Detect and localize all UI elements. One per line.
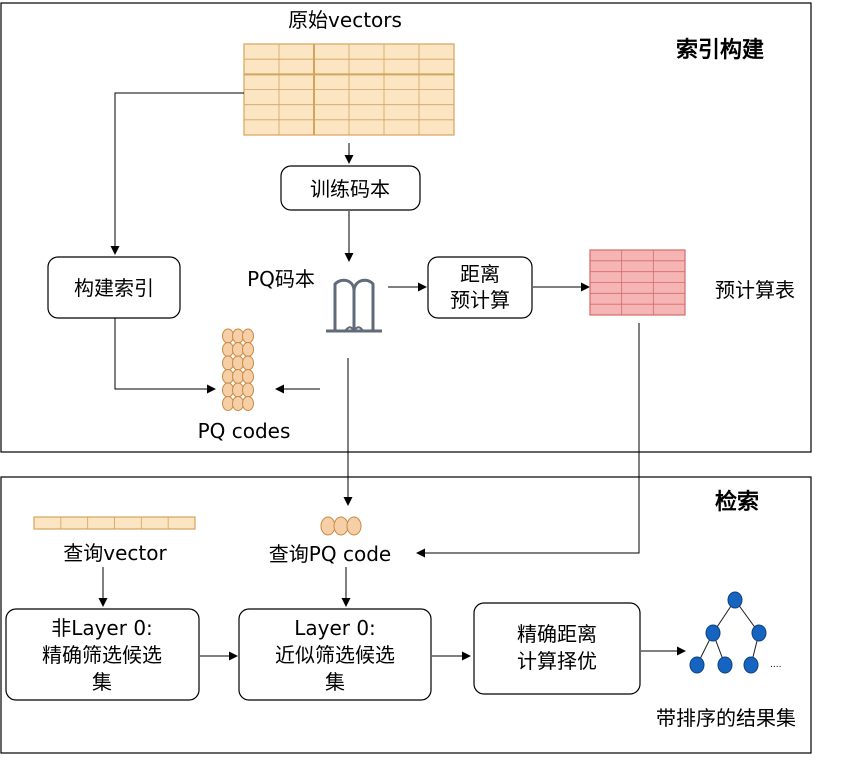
exact-distance-line1: 精确距离 (517, 622, 597, 646)
non-layer0-line2: 精确筛选候选 (42, 643, 162, 667)
pq-codes-label: PQ codes (198, 419, 291, 443)
train-codebook-label: 训练码本 (310, 177, 390, 201)
non-layer0-line1: 非Layer 0: (51, 616, 153, 640)
index-build-panel (0, 2, 812, 453)
layer0-box (238, 608, 432, 701)
train-codebook-box (280, 165, 421, 211)
result-ellipsis: .... (770, 660, 781, 670)
arrow-table-to-query-code (416, 323, 640, 558)
index-build-title: 索引构建 (676, 37, 764, 63)
search-panel (0, 476, 812, 754)
precompute-table-label: 预计算表 (715, 278, 795, 302)
non-layer0-line3: 集 (92, 670, 112, 694)
pq-codes-icon (222, 328, 254, 411)
distance-precompute-box (427, 256, 533, 319)
non-layer0-box (5, 608, 200, 701)
layer0-line1: Layer 0: (294, 616, 376, 640)
raw-vectors-label: 原始vectors (288, 8, 402, 32)
distance-precompute-line1: 距离 (460, 262, 500, 286)
query-vector-label: 查询vector (63, 541, 167, 565)
result-tree-icon (689, 591, 767, 674)
exact-distance-box (473, 602, 641, 695)
search-title: 检索 (715, 489, 759, 515)
vector-grid-icon (243, 43, 455, 136)
query-vector-strip-icon (33, 516, 196, 530)
pq-codebook-label: PQ码本 (247, 267, 315, 291)
result-set-label: 带排序的结果集 (656, 706, 796, 730)
build-index-label: 构建索引 (74, 276, 154, 300)
arrow-raw-to-build-index (110, 92, 244, 255)
query-pq-code-label: 查询PQ code (269, 542, 391, 566)
layer0-line2: 近似筛选候选 (275, 643, 395, 667)
codebook-icon (326, 278, 382, 333)
distance-precompute-line2: 预计算 (450, 288, 510, 312)
query-pq-code-icon (320, 516, 362, 536)
build-index-box (47, 256, 181, 319)
arrow-build-index-to-codes (114, 318, 216, 394)
exact-distance-line2: 计算择优 (517, 649, 597, 673)
lookup-table-icon (589, 249, 686, 316)
layer0-line3: 集 (325, 670, 345, 694)
